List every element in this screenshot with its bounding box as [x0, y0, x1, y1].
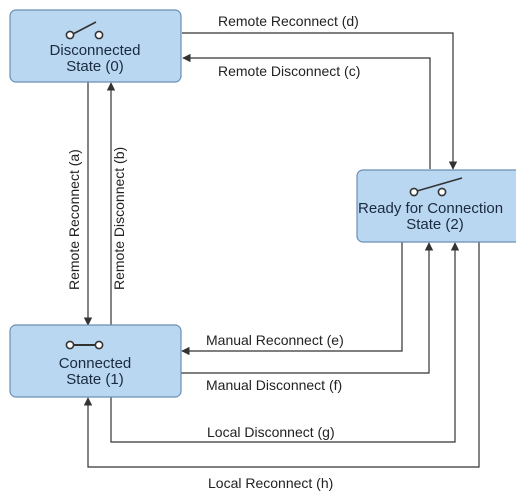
edge-c-remote-disconnect	[182, 53, 431, 169]
label-f-manual-disconnect: Manual Disconnect (f)	[206, 377, 342, 393]
label-c-remote-disconnect: Remote Disconnect (c)	[218, 63, 360, 79]
state-connected-box	[9, 324, 182, 398]
open-switch-icon	[409, 177, 463, 197]
label-d-remote-reconnect: Remote Reconnect (d)	[218, 13, 359, 29]
state-ready-line1: Ready for Connection	[358, 200, 503, 217]
state-connected-line1: Connected	[59, 355, 132, 372]
label-b-remote-disconnect: Remote Disconnect (b)	[111, 147, 127, 290]
state-connected-line2: State (1)	[66, 371, 124, 388]
state-ready-for-connection: Ready for Connection State (2)	[356, 169, 516, 243]
label-e-manual-reconnect: Manual Reconnect (e)	[206, 332, 344, 348]
state-disconnected-line1: Disconnected	[50, 42, 141, 59]
edge-g-local-disconnect	[110, 242, 460, 443]
edge-f-manual-disconnect	[181, 242, 434, 374]
edge-h-local-reconnect	[83, 242, 480, 468]
edge-d-remote-reconnect	[182, 32, 458, 170]
state-ready-box	[356, 169, 516, 243]
open-switch-icon	[65, 21, 104, 40]
connector-lines	[83, 32, 480, 468]
state-disconnected: Disconnected State (0)	[9, 9, 182, 83]
state-disconnected-box	[9, 9, 182, 83]
label-h-local-reconnect: Local Reconnect (h)	[208, 475, 333, 491]
label-g-local-disconnect: Local Disconnect (g)	[207, 424, 335, 440]
label-a-remote-reconnect: Remote Reconnect (a)	[66, 149, 82, 290]
closed-switch-icon	[65, 340, 104, 350]
state-connected: Connected State (1)	[9, 324, 182, 398]
state-ready-line2: State (2)	[406, 216, 464, 233]
state-disconnected-line2: State (0)	[66, 58, 124, 75]
edge-e-manual-reconnect	[181, 242, 403, 356]
